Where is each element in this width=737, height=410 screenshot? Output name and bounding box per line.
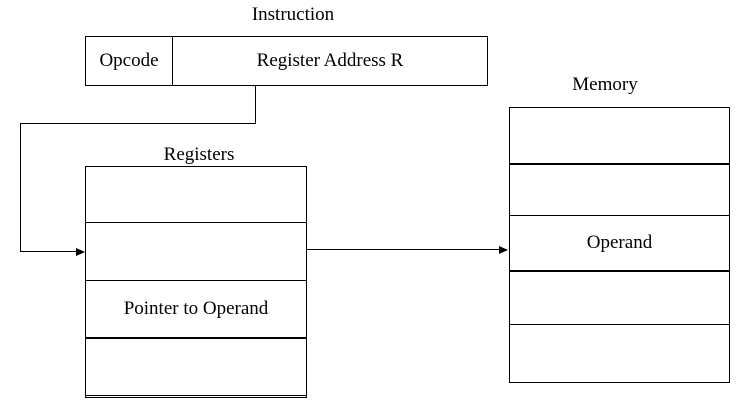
instruction-caption: Instruction [251,4,335,25]
memory-caption: Memory [572,74,638,95]
connector-registers-to-memory [307,249,499,250]
register-cell [86,339,306,396]
register-cell [86,223,306,281]
instruction-box: Opcode Register Address R [85,36,488,86]
instruction-field-opcode: Opcode [86,37,173,85]
connector-instruction-drop [255,86,256,124]
memory-cell [510,272,729,325]
registers-caption: Registers [163,144,235,165]
memory-cell-operand: Operand [510,216,729,272]
register-cell-pointer: Pointer to Operand [86,281,306,339]
arrowhead-to-memory [499,246,508,254]
connector-instruction-left [20,123,256,124]
connector-instruction-side [20,123,21,251]
connector-instruction-to-register [20,251,76,252]
memory-cell [510,108,729,165]
memory-box: Operand [509,107,730,383]
register-cell [86,167,306,223]
arrowhead-to-registers [76,248,85,256]
memory-cell [510,165,729,216]
register-cell [86,396,306,410]
memory-cell [510,325,729,380]
registers-box: Pointer to Operand [85,166,307,398]
instruction-field-register-address: Register Address R [256,50,404,71]
